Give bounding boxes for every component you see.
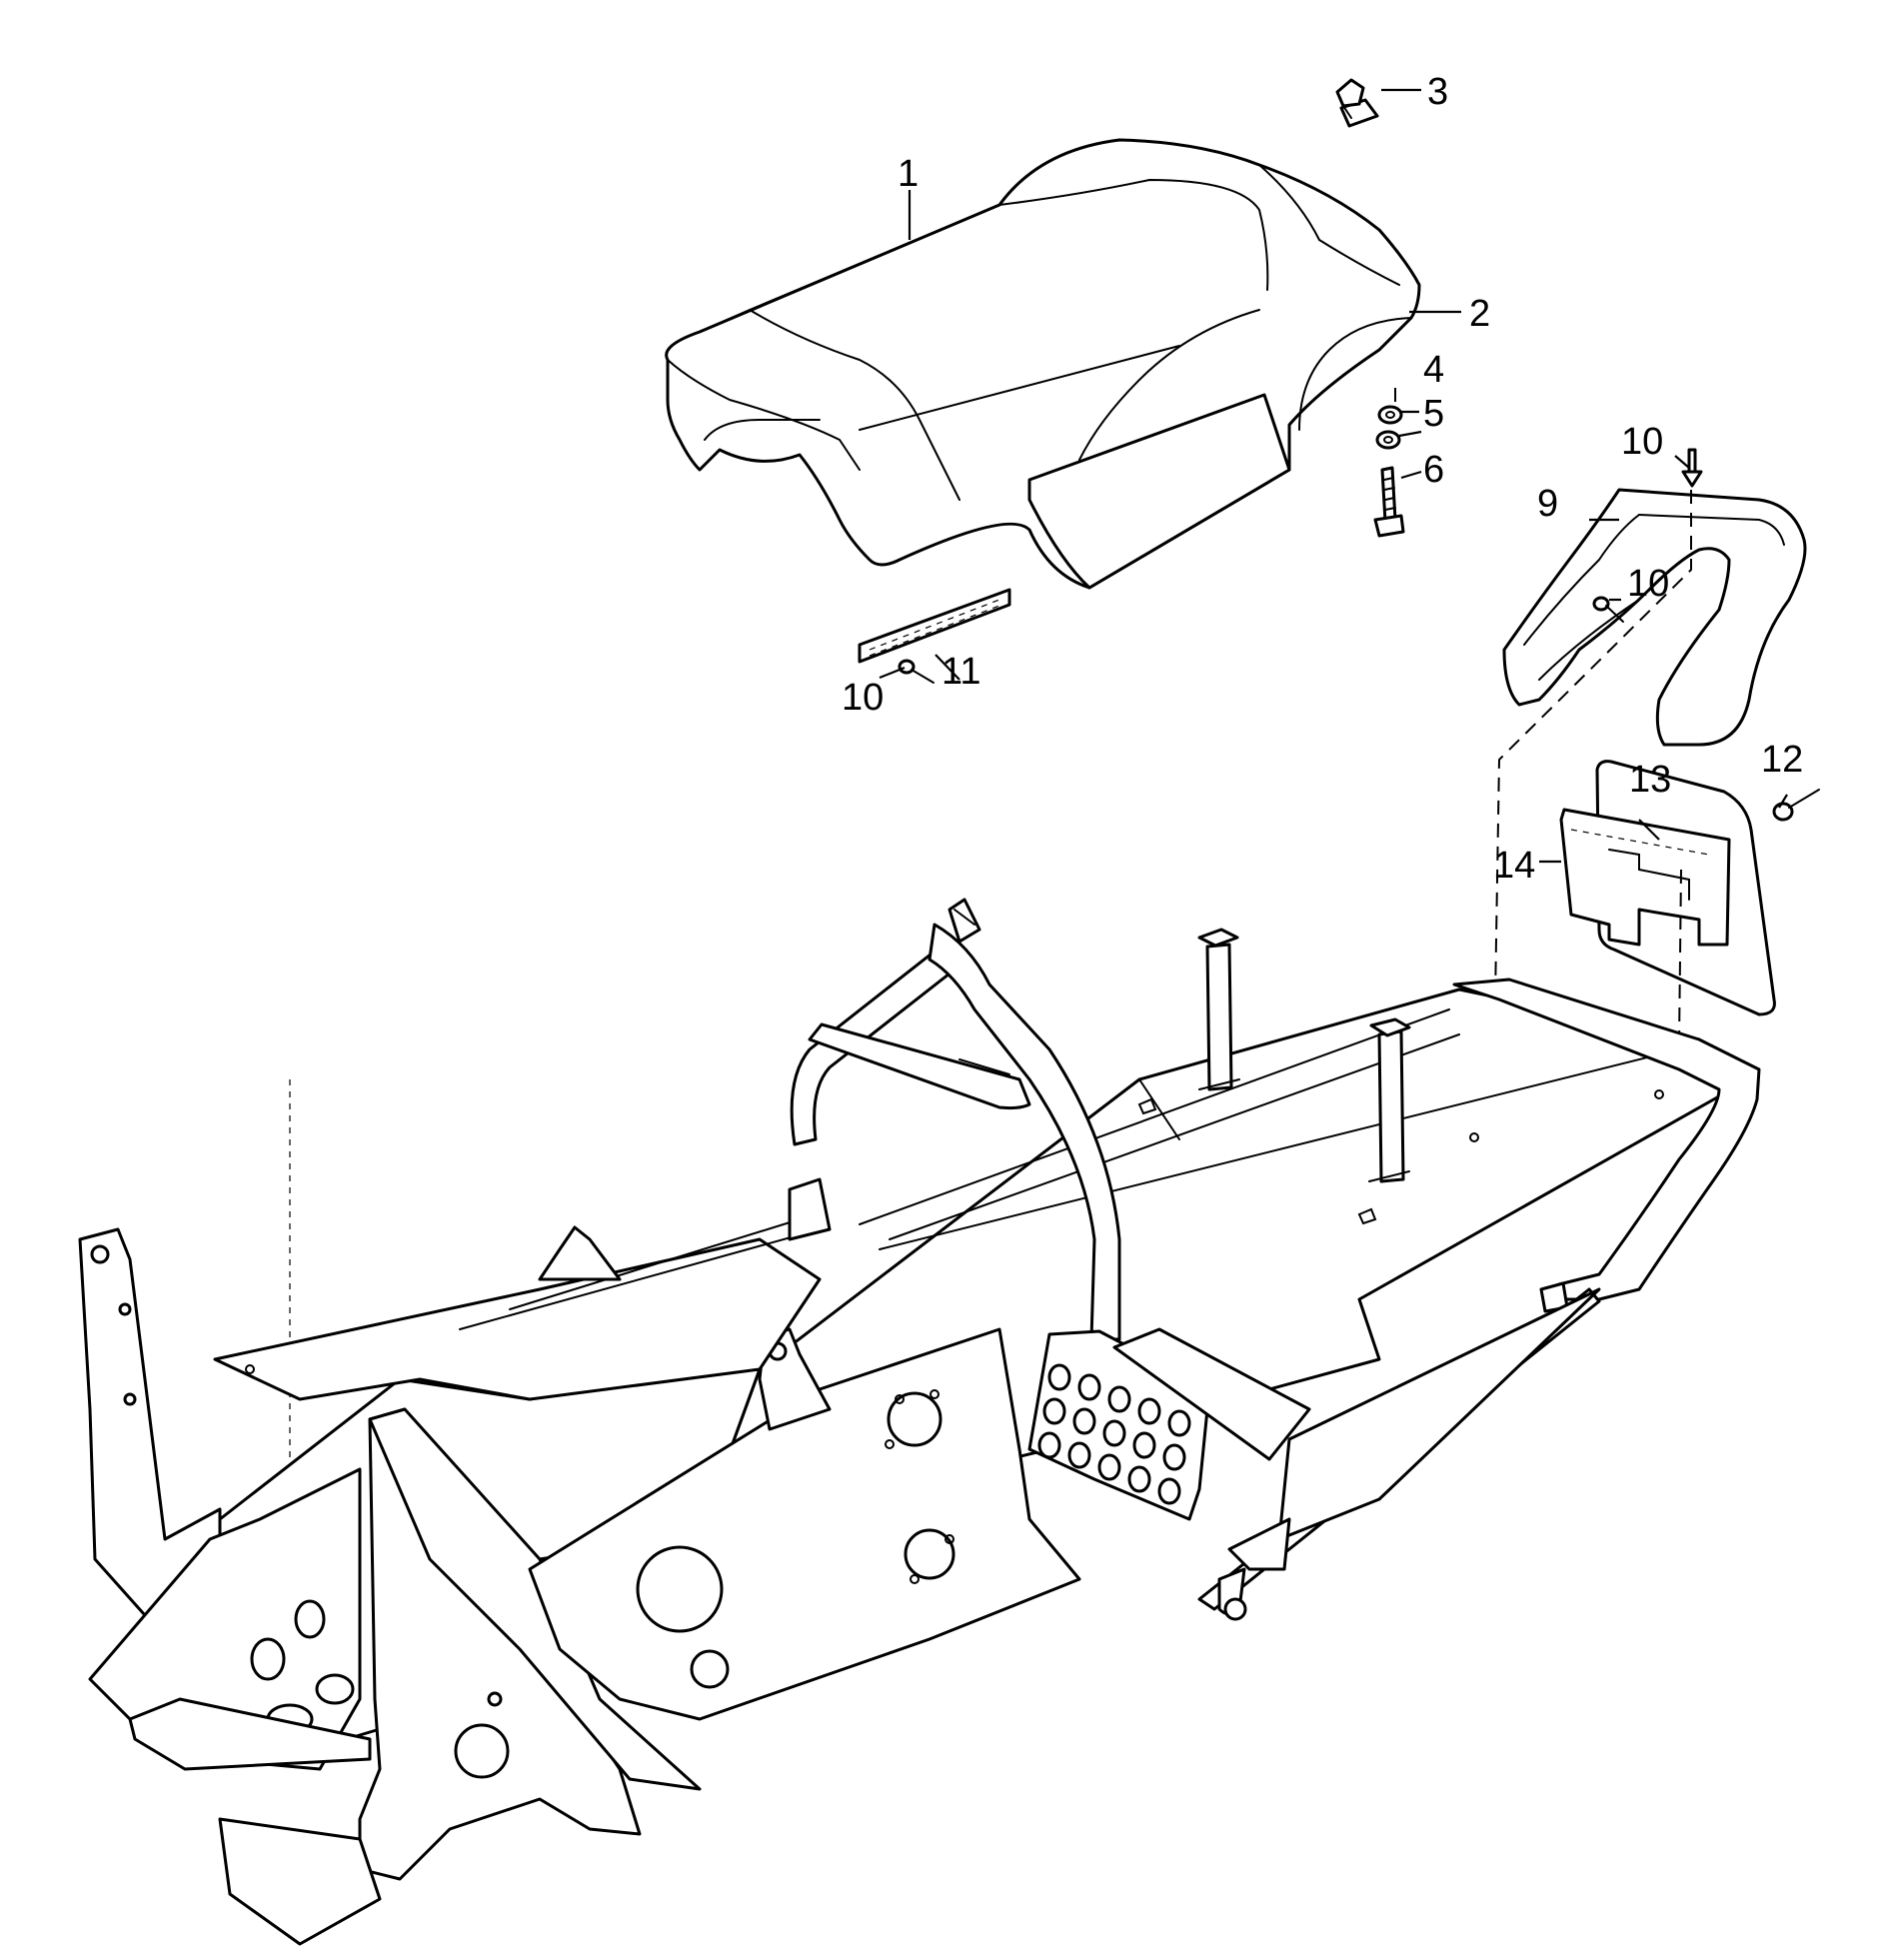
fastener-part-12 <box>1772 789 1820 822</box>
callout-6: 6 <box>1423 449 1444 491</box>
panel-part-14 <box>1559 808 1731 947</box>
callout-10-left: 10 <box>842 677 884 719</box>
frame-chassis <box>78 898 1761 1946</box>
rivet-part-10-left <box>898 659 935 684</box>
callout-labels: 1 2 3 4 5 6 9 10 10 10 11 12 13 14 <box>842 71 1803 887</box>
callout-13: 13 <box>1629 759 1671 801</box>
callout-9: 9 <box>1537 483 1558 525</box>
callout-10-mid: 10 <box>1627 563 1669 605</box>
callout-1: 1 <box>898 153 919 195</box>
callout-14: 14 <box>1493 845 1535 887</box>
leader-lines <box>879 88 1788 864</box>
callout-4: 4 <box>1423 349 1444 391</box>
bolt-part-6 <box>1373 466 1405 538</box>
callout-10-top: 10 <box>1621 421 1663 463</box>
callout-12: 12 <box>1761 739 1803 781</box>
washer-part-5 <box>1375 430 1401 450</box>
strip-part-11 <box>858 588 1011 664</box>
clip-part-3 <box>1335 78 1379 128</box>
screw-part-10-top <box>1681 448 1703 488</box>
seat <box>665 138 1421 590</box>
rear-bracket-part-9 <box>1502 488 1807 747</box>
callout-3: 3 <box>1427 71 1448 113</box>
callout-11: 11 <box>942 651 980 693</box>
callout-5: 5 <box>1423 393 1444 435</box>
washer-part-4 <box>1377 405 1403 425</box>
screw-part-10-mid <box>1592 596 1624 623</box>
callout-2: 2 <box>1469 293 1490 335</box>
